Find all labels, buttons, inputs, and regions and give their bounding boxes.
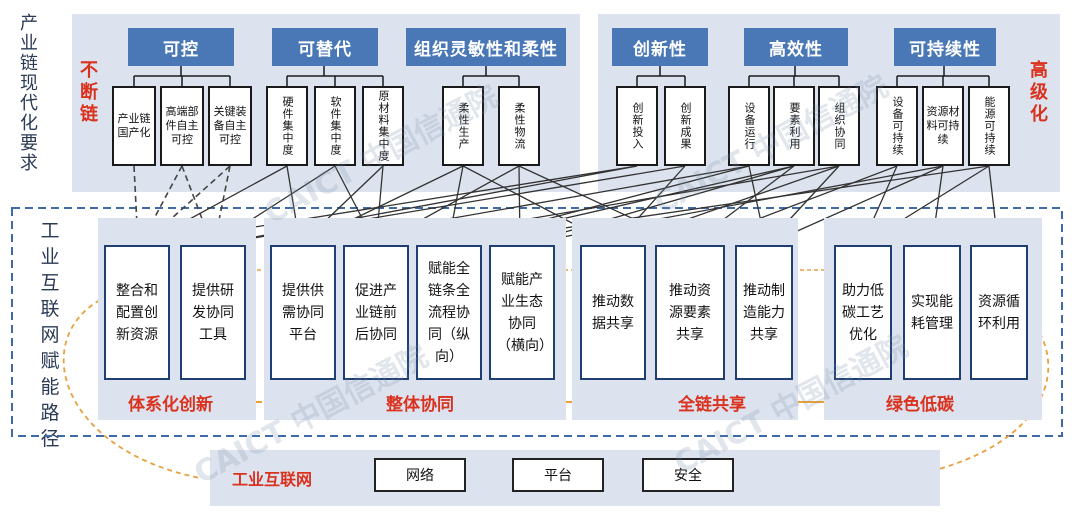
category-efficiency: 高效性 [744, 28, 848, 66]
sub-item-material-sustainable: 资源材料可持续 [922, 86, 964, 166]
sub-item-innovation-input: 创新投入 [616, 86, 658, 166]
path-upstream-downstream: 促进产业链前后协同 [343, 245, 409, 380]
path-low-carbon-process: 助力低碳工艺优化 [834, 245, 892, 380]
sub-item-factor-utilization: 要素利用 [773, 86, 815, 166]
path-resource-recycling: 资源循环利用 [970, 245, 1028, 380]
sub-item-equipment-operation: 设备运行 [728, 86, 770, 166]
foundation-label: 工业互联网 [232, 470, 313, 489]
sub-item-flexible-production: 柔性生产 [442, 86, 484, 166]
foundation-network: 网络 [374, 458, 466, 492]
sub-item-equipment-sustainable: 设备可持续 [876, 86, 918, 166]
sub-item-key-equipment: 关键装备自主可控 [208, 86, 252, 166]
group-label-systematic-innovation: 体系化创新 [122, 390, 219, 415]
sub-item-flexible-logistics: 柔性物流 [498, 86, 540, 166]
category-replaceable: 可替代 [272, 28, 378, 66]
path-supply-demand-platform: 提供供需协同平台 [270, 245, 336, 380]
group-label-chain-sharing: 全链共享 [672, 390, 752, 415]
category-controllable: 可控 [128, 28, 234, 66]
upgrading-label: 高级化 [1030, 60, 1048, 125]
path-rd-collaboration-tools: 提供研发协同工具 [180, 245, 246, 380]
group-label-overall-coordination: 整体协同 [380, 390, 460, 415]
sub-item-hardware: 硬件集中度 [266, 86, 308, 166]
sub-item-high-end-parts: 高端部件自主可控 [160, 86, 204, 166]
group-label-green-low-carbon: 绿色低碳 [880, 390, 960, 415]
path-capacity-sharing: 推动制造能力共享 [735, 245, 793, 380]
category-sustainability: 可持续性 [894, 28, 996, 66]
sub-item-energy-sustainable: 能源可持续 [968, 86, 1010, 166]
category-flexibility: 组织灵敏性和柔性 [406, 28, 566, 66]
enablement-path-title: 工业互联网赋能路径 [40, 220, 60, 450]
sub-item-software: 软件集中度 [314, 86, 356, 166]
unbroken-chain-label: 不断链 [80, 60, 98, 125]
path-integrate-innovation-resources: 整合和配置创新资源 [104, 245, 170, 380]
path-resource-sharing: 推动资源要素共享 [655, 245, 725, 380]
path-data-sharing: 推动数据共享 [580, 245, 646, 380]
sub-item-raw-material: 原材料集中度 [362, 86, 404, 166]
sub-item-domestic: 产业链国产化 [112, 86, 156, 166]
foundation-security: 安全 [642, 458, 734, 492]
sub-item-innovation-output: 创新成果 [664, 86, 706, 166]
path-horizontal-ecosystem: 赋能产业生态协同（横向） [489, 245, 555, 380]
category-innovation: 创新性 [612, 28, 708, 66]
path-energy-management: 实现能耗管理 [903, 245, 961, 380]
requirements-title: 产业链现代化要求 [20, 13, 38, 174]
foundation-platform: 平台 [512, 458, 604, 492]
sub-item-org-coordination: 组织协同 [818, 86, 860, 166]
path-vertical-coordination: 赋能全链条全流程协同（纵向） [416, 245, 482, 380]
